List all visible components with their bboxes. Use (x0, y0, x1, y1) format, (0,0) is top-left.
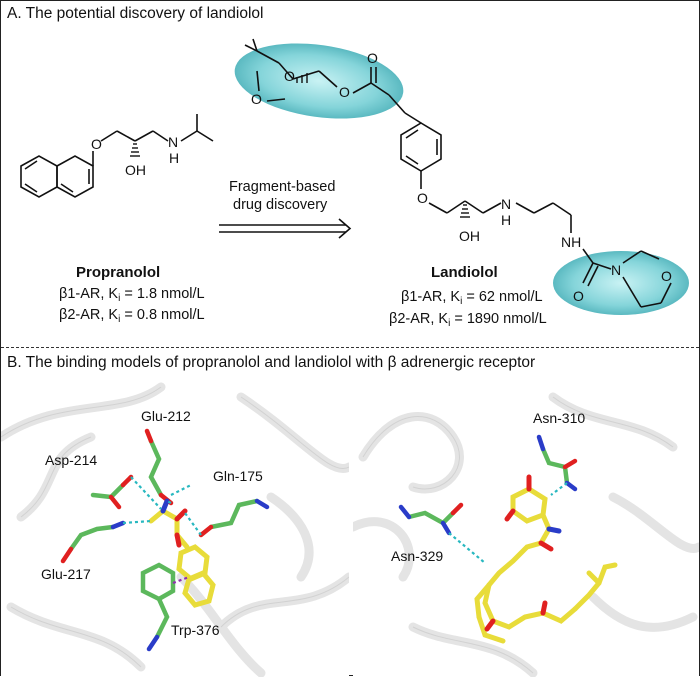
landiolol-o-ether: O (417, 190, 428, 206)
landiolol-hashed-bond-2 (460, 204, 470, 218)
landiolol-b2: β2-AR, Ki = 1890 nmol/L (389, 311, 547, 329)
label-gln-175: Gln-175 (213, 468, 263, 484)
label-glu-217: Glu-217 (41, 566, 91, 582)
landiolol-o-ester: O (339, 84, 350, 100)
landiolol-nh-amide: NH (561, 234, 581, 250)
propranolol-h: H (169, 150, 179, 166)
propranolol-b2: β2-AR, Ki = 0.8 nmol/L (59, 307, 205, 325)
landiolol-structure (244, 38, 672, 308)
landiolol-ligand (474, 486, 618, 644)
landiolol-name: Landiolol (431, 264, 498, 281)
landiolol-o-carbonyl: O (367, 50, 378, 66)
panel-divider (1, 347, 699, 348)
reaction-arrow (219, 218, 352, 239)
hydrogen-bonds-left (122, 476, 202, 536)
residue-sticks-right (406, 446, 570, 526)
propranolol-structure (20, 114, 214, 198)
landiolol-o-morpholine: O (661, 268, 672, 284)
panel-b-title: B. The binding models of propranolol and… (7, 354, 536, 371)
landiolol-n-morpholine: N (611, 262, 621, 278)
propranolol-hashed-bond (130, 143, 140, 157)
arrow-label-line2: drug discovery (233, 197, 328, 213)
label-asn-310: Asn-310 (533, 410, 585, 426)
landiolol-o-ring-top: O (284, 68, 295, 84)
landiolol-oh: OH (459, 228, 480, 244)
label-asp-214: Asp-214 (45, 452, 97, 468)
label-glu-212: Glu-212 (141, 408, 191, 424)
label-asn-329: Asn-329 (391, 548, 443, 564)
binding-model-propranolol: Glu-212 Asp-214 Gln-175 Glu-217 Trp-376 (1, 377, 349, 677)
landiolol-o-ring-left: O (251, 91, 262, 107)
propranolol-name: Propranolol (76, 264, 160, 281)
propranolol-b1: β1-AR, Ki = 1.8 nmol/L (59, 286, 205, 304)
pi-interaction (172, 575, 190, 585)
hydrogen-bonds-right (448, 482, 568, 564)
arrow-label-line1: Fragment-based (229, 179, 335, 195)
label-trp-376: Trp-376 (171, 622, 220, 638)
propranolol-n: N (168, 134, 178, 150)
highlight-morpholine (553, 251, 689, 315)
binding-model-landiolol: Asn-310 Asn-329 (353, 377, 699, 677)
panel-a-scheme: O OH N H Propranolol β1-AR, Ki = 1.8 nmo… (20, 38, 689, 329)
landiolol-b1: β1-AR, Ki = 62 nmol/L (401, 289, 543, 307)
panel-a-title: A. The potential discovery of landiolol (7, 5, 264, 22)
residue-heteroatoms-right (398, 434, 578, 536)
landiolol-hashed-bond-1 (296, 73, 308, 83)
landiolol-nh-amine-n: N (501, 196, 511, 212)
propranolol-o: O (91, 136, 102, 152)
landiolol-o-amide: O (573, 288, 584, 304)
propranolol-oh: OH (125, 162, 146, 178)
landiolol-nh-amine-h: H (501, 212, 511, 228)
